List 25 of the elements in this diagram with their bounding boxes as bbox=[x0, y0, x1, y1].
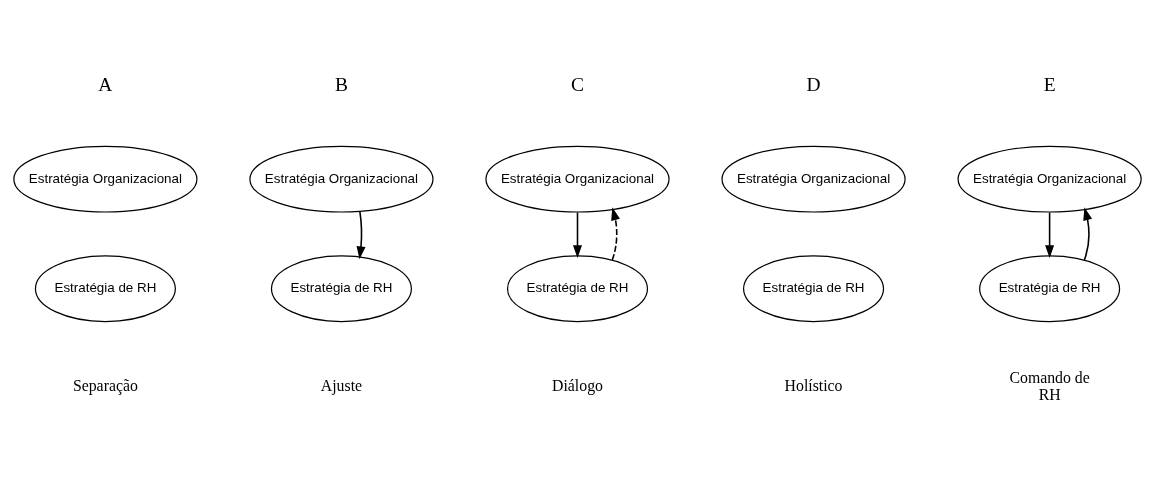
node-ellipse: Estratégia de RH bbox=[506, 254, 649, 322]
node-ellipse: Estratégia Organizacional bbox=[249, 145, 434, 213]
label: D bbox=[806, 73, 821, 95]
label: A bbox=[98, 73, 113, 95]
label: B bbox=[334, 73, 348, 95]
node-ellipse: Estratégia Organizacional bbox=[13, 145, 198, 213]
label: Ajuste bbox=[320, 376, 363, 394]
node-ellipse: Estratégia Organizacional bbox=[721, 145, 906, 213]
arrow bbox=[611, 206, 620, 261]
node-ellipse: Estratégia Organizacional bbox=[957, 145, 1142, 213]
label: Separação bbox=[72, 376, 138, 394]
label: E bbox=[1043, 73, 1056, 95]
arrow bbox=[356, 210, 366, 259]
label: C bbox=[571, 73, 584, 95]
node-ellipse: Estratégia de RH bbox=[34, 254, 176, 322]
node-ellipse: Estratégia de RH bbox=[979, 254, 1121, 322]
label: Diálogo bbox=[552, 376, 603, 394]
arrow bbox=[1045, 211, 1055, 258]
arrow bbox=[1083, 206, 1093, 261]
label: Holístico bbox=[784, 376, 843, 394]
node-ellipse: Estratégia de RH bbox=[743, 254, 885, 322]
label: Comando de RH bbox=[1009, 368, 1090, 403]
node-ellipse: Estratégia Organizacional bbox=[485, 145, 670, 213]
arrow bbox=[572, 211, 583, 258]
node-ellipse: Estratégia de RH bbox=[270, 254, 413, 322]
